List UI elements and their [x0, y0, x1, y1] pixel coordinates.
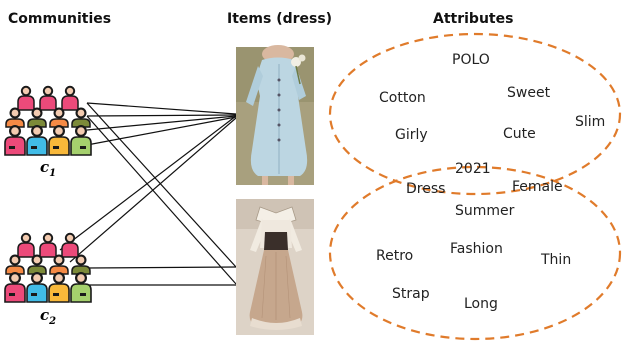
- link-c2-item1: [59, 115, 237, 251]
- community-item-links: [59, 102, 237, 286]
- attribute-word: Long: [464, 296, 498, 312]
- link-c1-item1: [86, 115, 237, 131]
- attribute-word: 2021: [455, 161, 491, 177]
- link-c1-item1: [86, 102, 237, 115]
- attribute-word: Girly: [395, 127, 428, 143]
- attribute-word: Slim: [575, 114, 605, 130]
- attribute-word: Thin: [540, 252, 571, 268]
- community-icon: [4, 232, 92, 303]
- attribute-word: Summer: [455, 203, 515, 219]
- header-items: Items (dress): [227, 11, 332, 27]
- attribute-word: Dress: [406, 181, 445, 197]
- attribute-word: Fashion: [450, 241, 503, 257]
- community-label-c2: c2: [40, 306, 56, 327]
- header-communities: Communities: [8, 11, 111, 27]
- attribute-word: Cotton: [379, 90, 426, 106]
- attribute-word: Strap: [392, 286, 430, 302]
- attribute-word: Sweet: [507, 85, 551, 101]
- attribute-set-item2: [328, 165, 622, 341]
- attribute-word: Cute: [503, 126, 536, 142]
- attribute-set-item1: [328, 32, 622, 196]
- attribute-word: Retro: [376, 248, 413, 264]
- dress-image-beige: [236, 199, 314, 335]
- header-attributes: Attributes: [433, 11, 513, 27]
- attribute-word: Female: [512, 179, 563, 195]
- attribute-word: POLO: [452, 52, 490, 68]
- link-c2-item2: [86, 266, 237, 269]
- link-c2-item1: [69, 117, 237, 263]
- link-c1-item1: [86, 114, 237, 117]
- community-icon: [4, 85, 92, 156]
- link-c1-item1: [86, 116, 237, 146]
- dress-image-blue: [236, 45, 314, 185]
- community-label-c1: c1: [40, 158, 56, 179]
- link-c1-item2: [86, 102, 237, 268]
- link-c1-item2: [86, 115, 237, 285]
